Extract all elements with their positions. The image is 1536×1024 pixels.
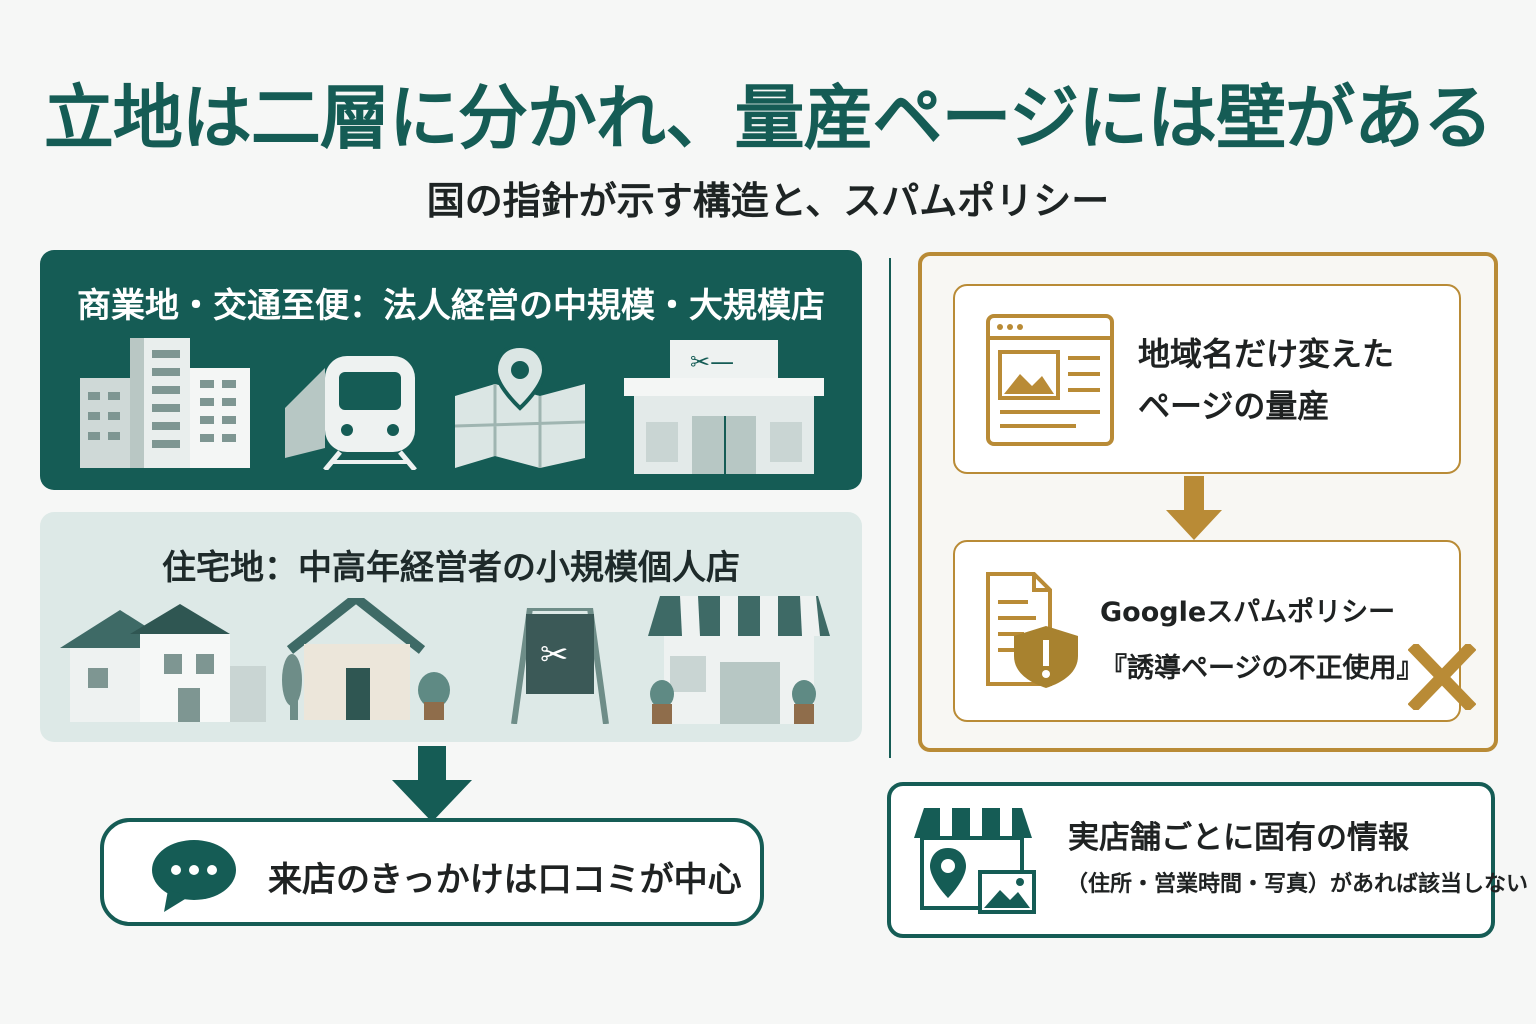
gold-down-arrow-icon [1166,476,1222,540]
salon-storefront-icon: ✂— [624,340,824,474]
small-shop-icon [648,596,830,724]
house-icon [60,604,266,722]
mass-pages-line1: 地域名だけ変えた [1138,335,1395,373]
column-divider [889,258,891,758]
small-house-icon [282,598,450,720]
page-subtitle: 国の指針が示す構造と、スパムポリシー [426,179,1110,223]
store-info-line2: （住所・営業時間・写真）があれば該当しない [1066,872,1529,897]
store-info-line1: 実店舗ごとに固有の情報 [1068,820,1409,856]
spam-policy-line1: Googleスパムポリシー [1100,597,1396,628]
svg-text:✂—: ✂— [690,348,734,376]
webpage-icon [986,314,1114,446]
down-arrow-icon [392,746,472,822]
cross-mark-icon [1408,644,1476,710]
page-title: 立地は二層に分かれ、量産ページには壁がある [43,77,1493,159]
storefront-pin-photo-icon [914,808,1036,914]
office-buildings-icon [80,338,250,468]
train-icon [285,356,417,470]
svg-text:✂: ✂ [540,635,569,675]
residential-area-title: 住宅地：中高年経営者の小規模個人店 [162,548,740,588]
commercial-area-panel: 商業地・交通至便：法人経営の中規模・大規模店 [40,250,862,490]
mass-pages-line2: ページの量産 [1138,387,1330,425]
salon-sign-board-icon: ✂ [511,608,609,724]
document-shield-icon [986,572,1078,688]
map-pin-icon [454,346,586,468]
word-of-mouth-label: 来店のきっかけは口コミが中心 [268,860,742,900]
commercial-area-title: 商業地・交通至便：法人経営の中規模・大規模店 [77,286,825,326]
spam-policy-line2: 『誘導ページの不正使用』 [1100,653,1424,684]
residential-area-panel: 住宅地：中高年経営者の小規模個人店 ✂ [40,512,862,742]
speech-bubble-icon [152,840,236,912]
